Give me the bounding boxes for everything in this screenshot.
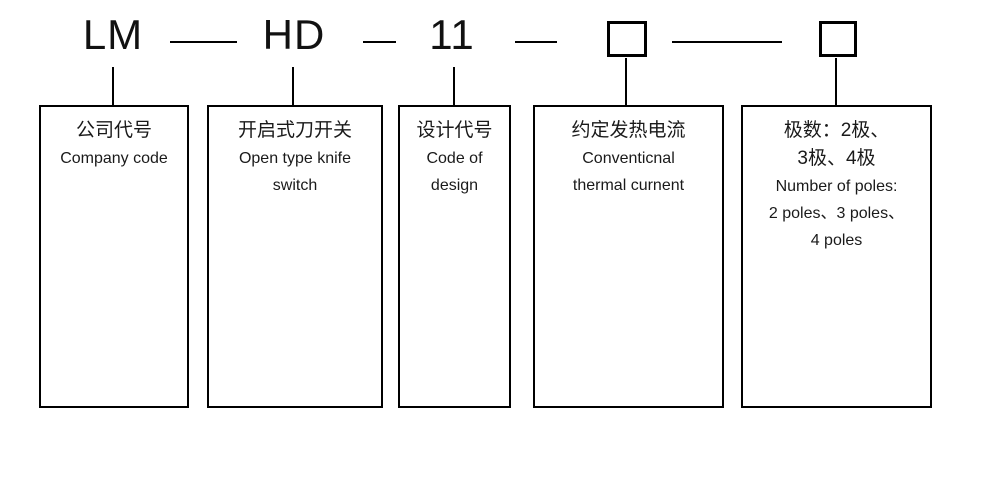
connector-line-poles — [835, 58, 837, 105]
model-code-segment-lm: LM — [82, 11, 144, 58]
poles-en-label-line2: 2 poles、3 poles、 — [768, 205, 905, 222]
placeholder-square-thermal-current — [607, 21, 647, 57]
design-code-en-label-line2: design — [430, 177, 479, 194]
design-code-en-label-line1: Code of — [426, 150, 483, 167]
separator-dash-2 — [363, 41, 396, 43]
separator-dash-4 — [672, 41, 782, 43]
connector-line-thermal-current — [625, 58, 627, 105]
thermal-current-en-label-line2: thermal curnent — [572, 177, 685, 194]
knife-switch-en-label-line2: switch — [272, 177, 318, 194]
model-code-segment-hd: HD — [262, 11, 326, 58]
separator-dash-1 — [170, 41, 237, 43]
legend-box-number-of-poles: 极数：2极、 3极、4极 Number of poles: 2 poles、3 … — [741, 105, 932, 408]
poles-en-label-line1: Number of poles: — [775, 178, 898, 195]
design-code-zh-label: 设计代号 — [416, 120, 493, 141]
thermal-current-zh-label: 约定发热电流 — [571, 120, 686, 141]
company-code-en-label: Company code — [60, 150, 168, 167]
company-code-zh-label: 公司代号 — [75, 120, 152, 141]
thermal-current-en-label-line1: Conventicnal — [582, 150, 675, 167]
knife-switch-en-label-line1: Open type knife — [238, 150, 352, 167]
model-code-segment-11: 11 — [429, 11, 475, 58]
knife-switch-zh-label: 开启式刀开关 — [237, 120, 352, 141]
separator-dash-3 — [515, 41, 557, 43]
legend-box-open-type-knife-switch: 开启式刀开关 Open type knife switch — [207, 105, 383, 408]
poles-zh-label-line1: 极数：2极、 — [783, 120, 890, 141]
poles-zh-label-line2: 3极、4极 — [797, 148, 876, 169]
poles-en-label-line3: 4 poles — [810, 232, 863, 249]
connector-line-lm — [112, 67, 114, 105]
connector-line-11 — [453, 67, 455, 105]
connector-line-hd — [292, 67, 294, 105]
placeholder-square-poles — [819, 21, 857, 57]
legend-box-thermal-current: 约定发热电流 Conventicnal thermal curnent — [533, 105, 724, 408]
legend-box-code-of-design: 设计代号 Code of design — [398, 105, 511, 408]
legend-box-company-code: 公司代号 Company code — [39, 105, 189, 408]
